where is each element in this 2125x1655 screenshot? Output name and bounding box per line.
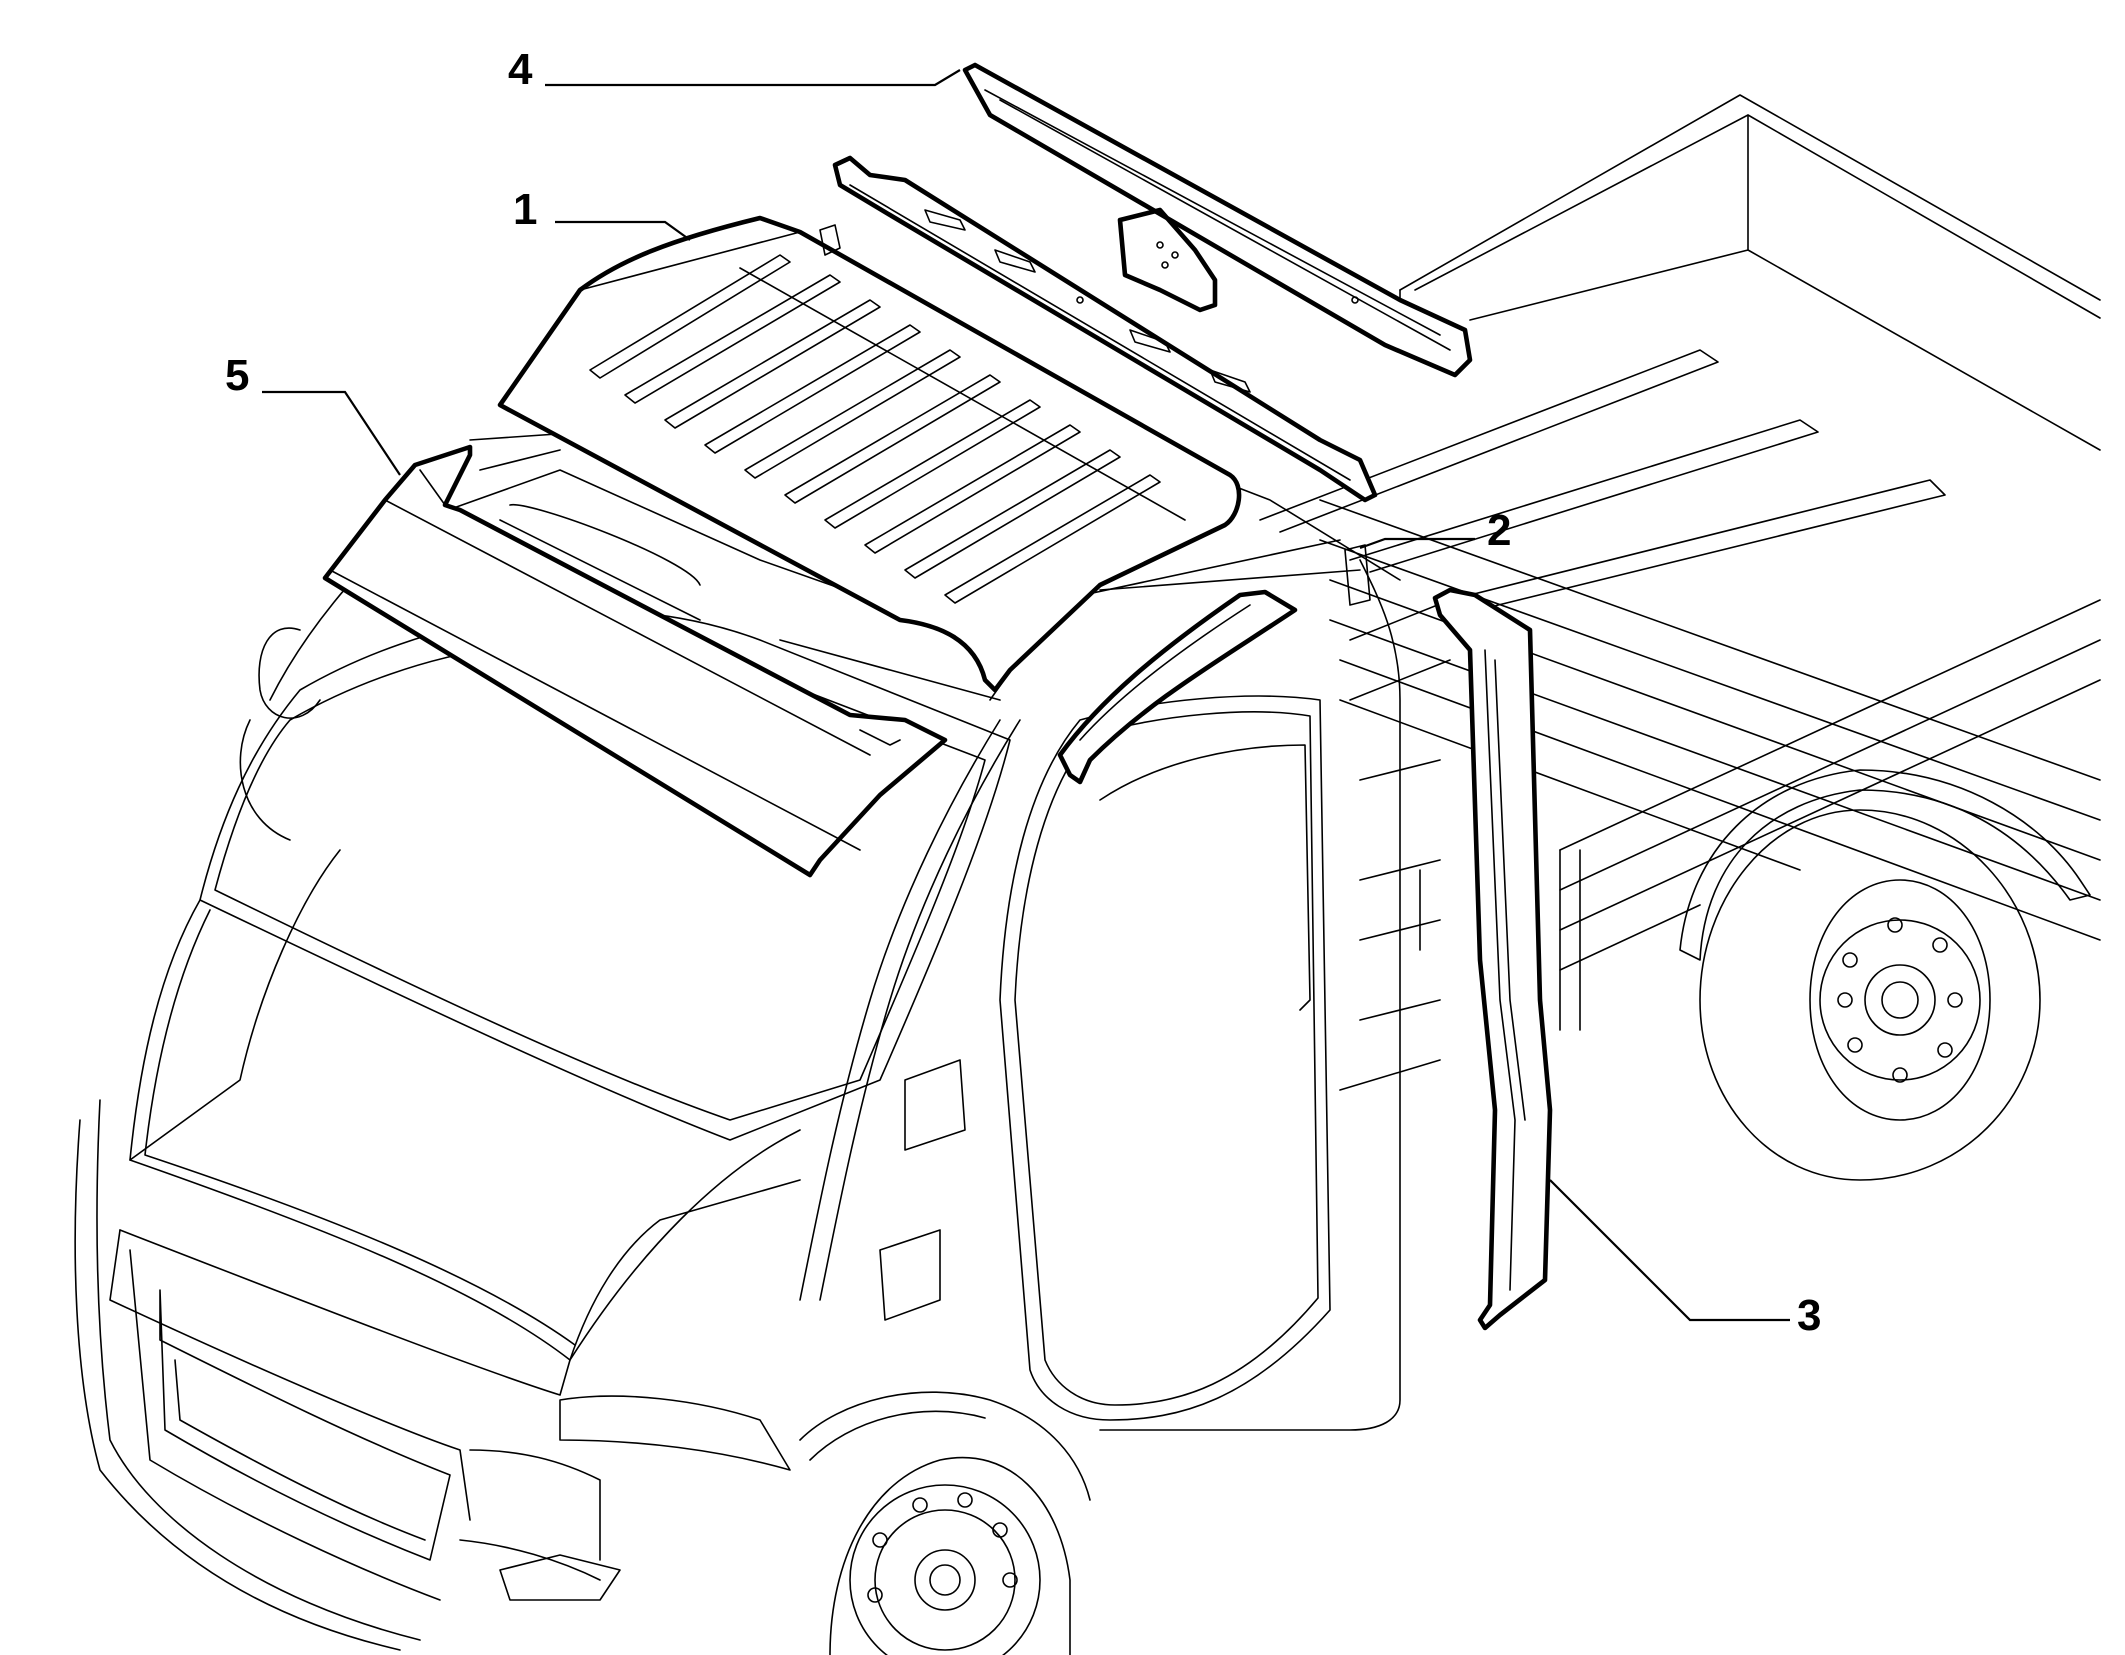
part-5-front-header [322,444,948,878]
part-1-roof-panel [497,215,1242,693]
callout-1: 1 [513,185,537,234]
cab-body [74,399,1451,1655]
cargo-bed [1259,94,2101,1031]
leader-4 [545,69,961,87]
callout-2: 2 [1487,506,1511,555]
part-2-side-roof-rail [1057,589,1298,785]
part-3-b-pillar [1432,587,1553,1331]
callout-5: 5 [225,351,249,400]
callout-3: 3 [1797,1291,1821,1340]
leader-lines [262,69,1790,1322]
part-4-rear-cross-member [832,62,1473,503]
roof-posts [819,224,1371,606]
callout-4: 4 [508,45,533,94]
roof-ribs [589,254,1161,604]
leader-1 [555,220,691,241]
leader-3 [1549,1179,1790,1322]
leader-2 [1359,537,1475,550]
leader-5 [262,390,401,476]
callouts: 1 2 3 4 5 [225,45,1821,1340]
rear-wheel [1679,769,2091,1181]
